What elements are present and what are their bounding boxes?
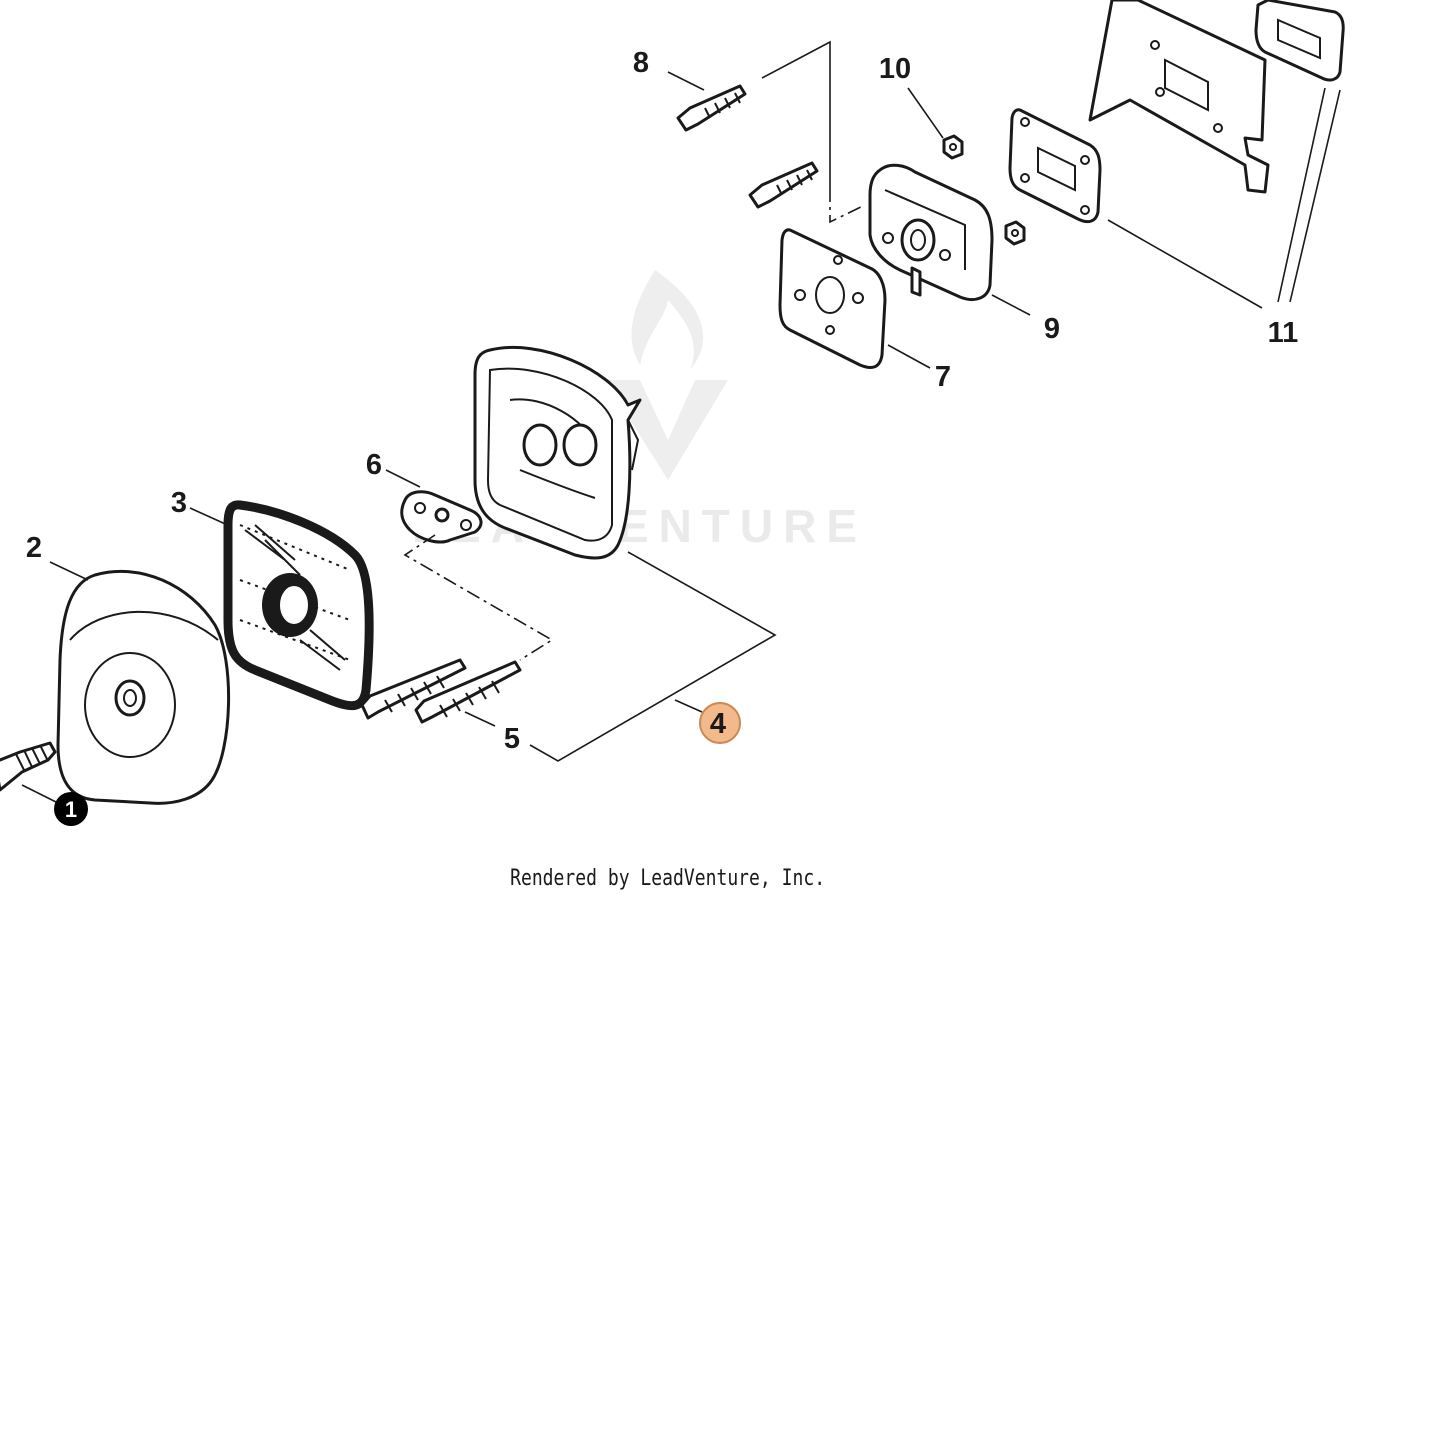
callout-3[interactable]: 3 bbox=[171, 487, 187, 519]
svg-text:1: 1 bbox=[65, 797, 77, 822]
part-4-air-filter-case[interactable] bbox=[473, 345, 642, 560]
part-10-nuts[interactable] bbox=[942, 134, 1026, 246]
callout-9[interactable]: 9 bbox=[1044, 313, 1060, 345]
callout-7[interactable]: 7 bbox=[935, 361, 951, 393]
part-3-air-filter-element[interactable] bbox=[223, 500, 374, 711]
callout-2[interactable]: 2 bbox=[26, 532, 42, 564]
callout-11[interactable]: 11 bbox=[1268, 317, 1299, 349]
part-9-insulator[interactable] bbox=[868, 163, 994, 301]
callout-8[interactable]: 8 bbox=[633, 47, 649, 79]
part-5-bolts[interactable] bbox=[360, 658, 522, 724]
part-6-bracket[interactable] bbox=[400, 490, 483, 544]
callout-5[interactable]: 5 bbox=[504, 723, 520, 755]
svg-text:4: 4 bbox=[710, 708, 726, 740]
part-1-bolt[interactable] bbox=[0, 741, 57, 792]
part-7-gasket[interactable] bbox=[778, 228, 887, 369]
part-2-air-filter-cover[interactable] bbox=[56, 569, 231, 805]
render-credit: Rendered by LeadVenture, Inc. bbox=[510, 866, 826, 891]
part-8-bolts[interactable] bbox=[676, 84, 819, 209]
callout-6[interactable]: 6 bbox=[366, 449, 382, 481]
callout-4[interactable]: 4 bbox=[699, 702, 741, 744]
part-11-gaskets[interactable] bbox=[1008, 0, 1345, 224]
leader-lines bbox=[21, 40, 1341, 804]
callout-10[interactable]: 10 bbox=[879, 53, 911, 85]
callout-1[interactable]: 1 bbox=[54, 792, 88, 826]
